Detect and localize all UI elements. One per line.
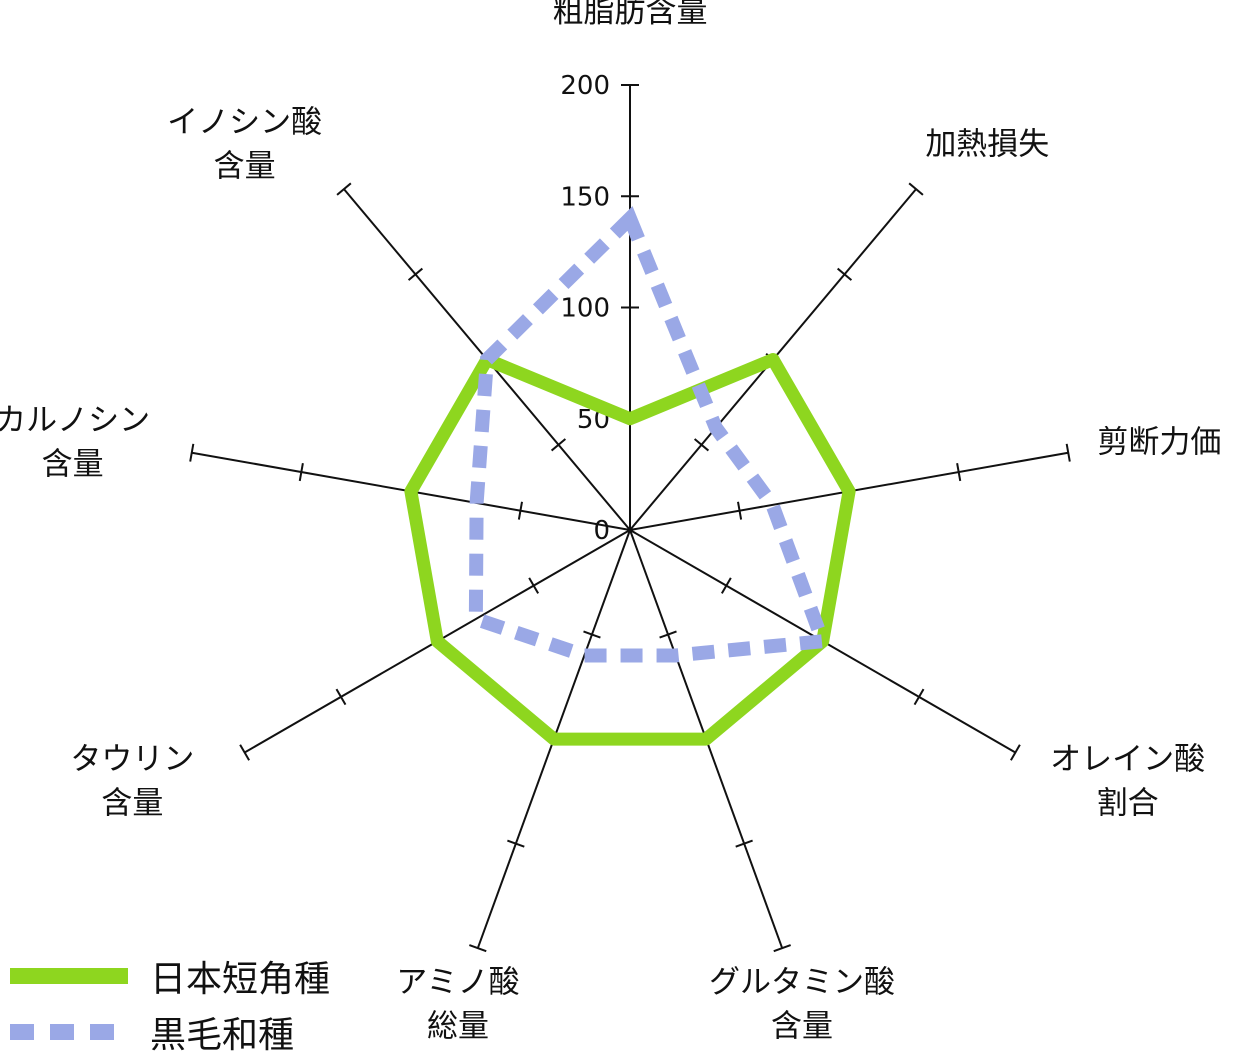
axis-tick-2-200 [1065, 443, 1071, 462]
axis-tick-7-50 [517, 501, 523, 520]
axis-label-6: タウリン含量 [70, 742, 194, 822]
axis-tick-7-200 [189, 443, 195, 462]
axis-tick-1-50 [693, 438, 710, 452]
axis-tick-2-150 [956, 463, 962, 482]
axis-label-line: カルノシン [0, 403, 150, 439]
axis-tick-3-50 [720, 577, 732, 594]
axis-label-1: 加熱損失 [925, 127, 1049, 163]
axis-tick-6-200 [239, 744, 250, 761]
axis-label-line: 割合 [1097, 786, 1159, 822]
axis-label-5: アミノ酸総量 [396, 965, 519, 1045]
axis-tick-1-200 [908, 182, 924, 196]
axis-tick-1-150 [836, 267, 853, 281]
axis-label-line: イノシン酸 [167, 105, 322, 141]
tick-label-100: 100 [560, 294, 610, 324]
axis-label-line: 総量 [427, 1009, 489, 1045]
axis-label-8: イノシン酸含量 [167, 105, 322, 185]
legend: 日本短角種 黒毛和種 [10, 948, 330, 1060]
axis-tick-6-50 [528, 577, 540, 594]
series-line-1 [468, 206, 833, 663]
legend-label: 黒毛和種 [150, 1015, 295, 1056]
axis-label-line: 加熱損失 [925, 127, 1049, 163]
axis-label-line: オレイン酸 [1050, 742, 1205, 778]
axis-label-0: 粗脂肪含量 [553, 0, 708, 30]
axis-label-line: アミノ酸 [396, 965, 519, 1001]
axis-tick-5-50 [583, 630, 601, 639]
axis-tick-6-150 [335, 688, 347, 706]
legend-swatch-solid [10, 968, 128, 984]
legend-item-series-0: 日本短角種 [10, 948, 330, 1004]
tick-label-0: 0 [593, 516, 610, 546]
axis-label-line: 剪断力価 [1097, 425, 1221, 461]
axis-tick-4-50 [659, 630, 677, 639]
axis-tick-5-150 [507, 839, 525, 848]
axis-tick-8-150 [407, 267, 424, 281]
axis-label-line: タウリン [70, 742, 194, 778]
axis-tick-8-50 [550, 438, 567, 452]
legend-swatch-dashed [10, 1024, 128, 1040]
axis-label-line: 含量 [771, 1009, 833, 1045]
tick-label-200: 200 [560, 71, 610, 101]
axis-label-line: 含量 [101, 786, 163, 822]
axis-tick-3-150 [913, 688, 925, 706]
tick-label-150: 150 [560, 182, 610, 212]
legend-label: 日本短角種 [150, 959, 331, 1000]
axis-tick-7-150 [298, 463, 304, 482]
axis-label-line: 含量 [42, 447, 104, 483]
axis-label-line: グルタミン酸 [709, 965, 895, 1001]
axis-label-line: 粗脂肪含量 [553, 0, 708, 30]
axis-label-2: 剪断力価 [1097, 425, 1221, 461]
axis-tick-4-200 [773, 944, 791, 953]
axis-label-7: カルノシン含量 [0, 403, 150, 483]
axis-tick-2-50 [737, 501, 743, 520]
axis-label-line: 含量 [214, 149, 276, 185]
series-line-0 [404, 353, 856, 746]
legend-item-series-1: 黒毛和種 [10, 1004, 330, 1060]
axis-tick-8-200 [336, 182, 352, 196]
axis-tick-4-150 [735, 839, 753, 848]
axis-tick-5-200 [469, 944, 487, 953]
axis-tick-3-200 [1010, 744, 1021, 761]
axis-label-3: オレイン酸割合 [1050, 742, 1205, 822]
axis-label-4: グルタミン酸含量 [709, 965, 895, 1045]
